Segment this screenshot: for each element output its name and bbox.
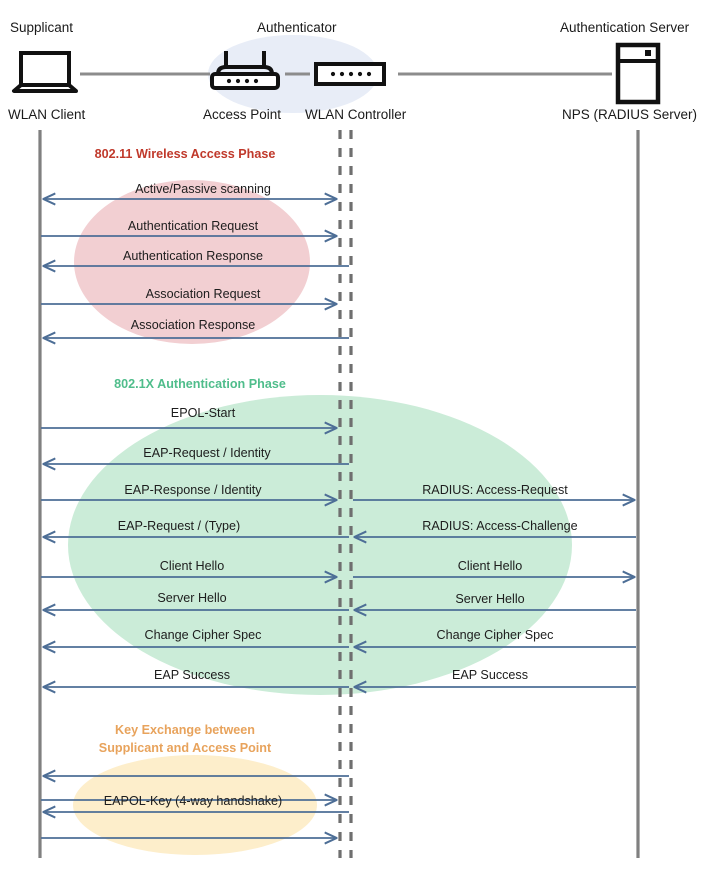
- laptop-icon: [12, 51, 78, 93]
- message-label-association-response: Association Response: [130, 318, 256, 332]
- message-label-radius-access-challenge: RADIUS: Access-Challenge: [422, 519, 578, 533]
- phase-label-key-exchange: Key Exchange between Supplicant and Acce…: [99, 721, 271, 757]
- phase-80211-ellipse: [74, 180, 310, 344]
- network-switch-icon: [314, 62, 386, 86]
- actor-device-access-point: Access Point: [203, 107, 282, 122]
- message-label-active-passive-scanning: Active/Passive scanning: [135, 182, 271, 196]
- actor-device-nps-radius-server: NPS (RADIUS Server): [562, 107, 698, 122]
- phase-label-80211: 802.11 Wireless Access Phase: [94, 147, 276, 161]
- phase-label-key-exchange-line2: Supplicant and Access Point: [98, 741, 272, 755]
- actor-device-wlan-client: WLAN Client: [8, 107, 86, 122]
- message-label-radius-access-request: RADIUS: Access-Request: [422, 483, 568, 497]
- message-label-client-hello-right: Client Hello: [457, 559, 523, 573]
- message-label-client-hello-left: Client Hello: [159, 559, 225, 573]
- message-label-eap-response-identity: EAP-Response / Identity: [124, 483, 262, 497]
- phase-key-exchange-ellipse: [73, 755, 317, 855]
- message-label-association-request: Association Request: [145, 287, 261, 301]
- message-label-eap-success-right: EAP Success: [451, 668, 529, 682]
- message-label-authentication-response: Authentication Response: [122, 249, 264, 263]
- phase-8021x-ellipse: [68, 395, 572, 695]
- wireless-router-icon: [210, 51, 280, 90]
- message-label-server-hello-right: Server Hello: [455, 592, 525, 606]
- message-label-change-cipher-spec-right: Change Cipher Spec: [436, 628, 554, 642]
- message-label-server-hello-left: Server Hello: [157, 591, 227, 605]
- actor-role-authenticator: Authenticator: [257, 20, 337, 35]
- server-rack-icon: [615, 42, 661, 105]
- actor-role-supplicant: Supplicant: [10, 20, 74, 35]
- message-label-eap-request-type: EAP-Request / (Type): [117, 519, 241, 533]
- message-label-eap-request-identity: EAP-Request / Identity: [143, 446, 271, 460]
- message-label-authentication-request: Authentication Request: [127, 219, 259, 233]
- message-label-eap-success-left: EAP Success: [153, 668, 231, 682]
- message-label-eapol-start: EPOL-Start: [170, 406, 236, 420]
- phase-label-key-exchange-line1: Key Exchange between: [115, 723, 255, 737]
- message-label-change-cipher-spec-left: Change Cipher Spec: [144, 628, 262, 642]
- actor-device-wlan-controller: WLAN Controller: [305, 107, 407, 122]
- phase-label-8021x: 802.1X Authentication Phase: [114, 377, 286, 391]
- message-label-eapol-key-4way-handshake: EAPOL-Key (4-way handshake): [103, 794, 283, 808]
- actor-role-authentication-server: Authentication Server: [560, 20, 690, 35]
